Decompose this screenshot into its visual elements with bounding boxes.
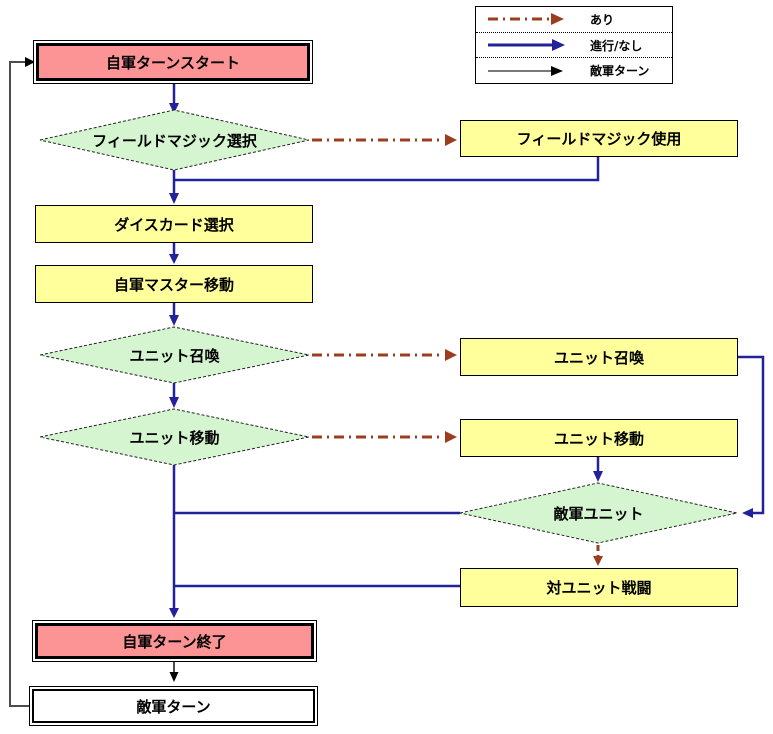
node-label: ユニット召喚	[553, 348, 644, 367]
connector-unit-summon-select-to-unit-move-select	[169, 383, 179, 408]
decision-field-magic-select-shape	[39, 109, 310, 171]
node-start: 自軍ターンスタート	[33, 40, 313, 84]
legend-label: あり	[590, 12, 615, 27]
node-label: 自軍ターンスタート	[106, 53, 240, 72]
connector-enemy-turn-to-start	[9, 57, 35, 707]
legend-row-primary: 進行/なし	[476, 31, 672, 58]
node-label: 対ユニット戦闘	[546, 579, 652, 597]
node-label: 自軍ターン終了	[122, 632, 227, 651]
node-enemy-turn: 敵軍ターン	[29, 686, 318, 726]
connector-start-to-field-magic-select	[169, 83, 179, 114]
connector-field-magic-use-return	[174, 157, 600, 182]
connector-end-to-enemy-turn	[169, 662, 179, 682]
connector-unit-summon-select-to-unit-summon	[312, 349, 457, 361]
connector-unit-move-select-to-end	[169, 465, 179, 618]
node-label: ユニット移動	[553, 429, 644, 448]
legend-label: 敵軍ターン	[590, 64, 650, 79]
connector-dice-card-to-master-move	[169, 243, 179, 264]
node-field-magic-select: フィールドマジック選択	[40, 110, 309, 170]
node-label: ユニット移動	[129, 428, 220, 447]
node-unit-move-select: ユニット移動	[40, 409, 309, 465]
dash-dot-arrow-icon	[488, 13, 564, 26]
node-label: 自軍マスター移動	[113, 275, 234, 294]
node-unit-battle: 対ユニット戦闘	[460, 568, 738, 607]
legend-row-enemy: 敵軍ターン	[476, 57, 672, 83]
node-field-magic-use: フィールドマジック使用	[460, 120, 738, 157]
legend-label: 進行/なし	[590, 38, 643, 53]
connector-field-magic-select-to-use	[312, 134, 457, 146]
node-unit-summon-select: ユニット召喚	[40, 327, 309, 383]
connector-master-move-to-unit-summon-select	[169, 303, 179, 326]
solid-arrow-icon	[488, 39, 565, 51]
node-label: ダイスカード選択	[114, 215, 234, 234]
decision-unit-move-select-shape	[39, 408, 310, 466]
thin-arrow-icon	[488, 65, 563, 76]
connector-unit-move-select-to-unit-move	[312, 431, 457, 443]
connector-field-magic-select-to-dice-card	[169, 170, 179, 204]
connector-unit-summon-to-enemy-unit	[737, 355, 765, 518]
legend-row-conditional: あり	[476, 7, 672, 32]
node-label: ユニット召喚	[129, 346, 220, 365]
node-unit-move: ユニット移動	[460, 419, 738, 457]
node-unit-summon: ユニット召喚	[460, 338, 738, 376]
connector-unit-move-to-enemy-unit	[593, 457, 603, 482]
node-dice-card-select: ダイスカード選択	[35, 205, 313, 243]
node-label: 敵軍ユニット	[553, 504, 644, 523]
decision-unit-summon-select-shape	[39, 326, 310, 384]
node-own-master-move: 自軍マスター移動	[35, 265, 313, 303]
node-enemy-unit: 敵軍ユニット	[460, 483, 737, 543]
node-label: 敵軍ターン	[136, 697, 211, 716]
node-label: フィールドマジック選択	[92, 131, 257, 150]
node-end: 自軍ターン終了	[32, 620, 317, 662]
node-label: フィールドマジック使用	[516, 130, 682, 148]
decision-enemy-unit-shape	[459, 482, 738, 544]
legend: あり 進行/なし 敵軍ターン	[475, 6, 673, 84]
connector-enemy-unit-to-unit-battle	[593, 545, 603, 566]
